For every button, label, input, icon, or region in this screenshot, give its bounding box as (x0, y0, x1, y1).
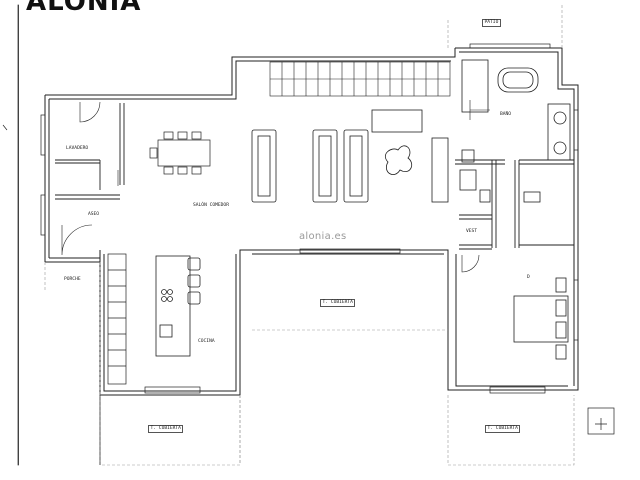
room-label-lavadero: LAVADERO (66, 146, 89, 151)
exterior-walls (44, 47, 579, 396)
bed (513, 191, 569, 360)
staircase (269, 61, 451, 97)
kitchen-counter (107, 253, 127, 385)
room-label-salon-comedor: SALÓN COMEDOR (193, 203, 229, 208)
room-label-bano: BAÑO (500, 112, 512, 117)
room-label-cubierta-center: T. CUBIERTA (320, 299, 356, 307)
dining-table (149, 131, 211, 175)
windows (40, 43, 579, 394)
room-label-aseo: ASEO (88, 212, 100, 217)
bathroom-fixtures (459, 59, 571, 203)
sofas (251, 109, 449, 203)
watermark: alonia.es (299, 231, 347, 242)
interior-walls (55, 103, 574, 250)
exterior-steps (2, 4, 615, 466)
room-label-cubierta-right: T. CUBIERTA (485, 425, 521, 433)
doors (61, 100, 490, 273)
room-label-dormitorio: D (527, 275, 530, 280)
coffee-table (384, 145, 413, 175)
room-label-patio: PATIO (482, 19, 501, 27)
kitchen-island (155, 255, 201, 357)
room-label-vestidor: VEST (466, 229, 478, 234)
brand-logo: ALONIA (26, 0, 142, 17)
room-label-cocina: COCINA (198, 339, 215, 344)
room-label-cubierta-left: T. CUBIERTA (148, 425, 184, 433)
terrace-outlines (44, 5, 575, 466)
room-label-porche: PORCHE (64, 277, 81, 282)
